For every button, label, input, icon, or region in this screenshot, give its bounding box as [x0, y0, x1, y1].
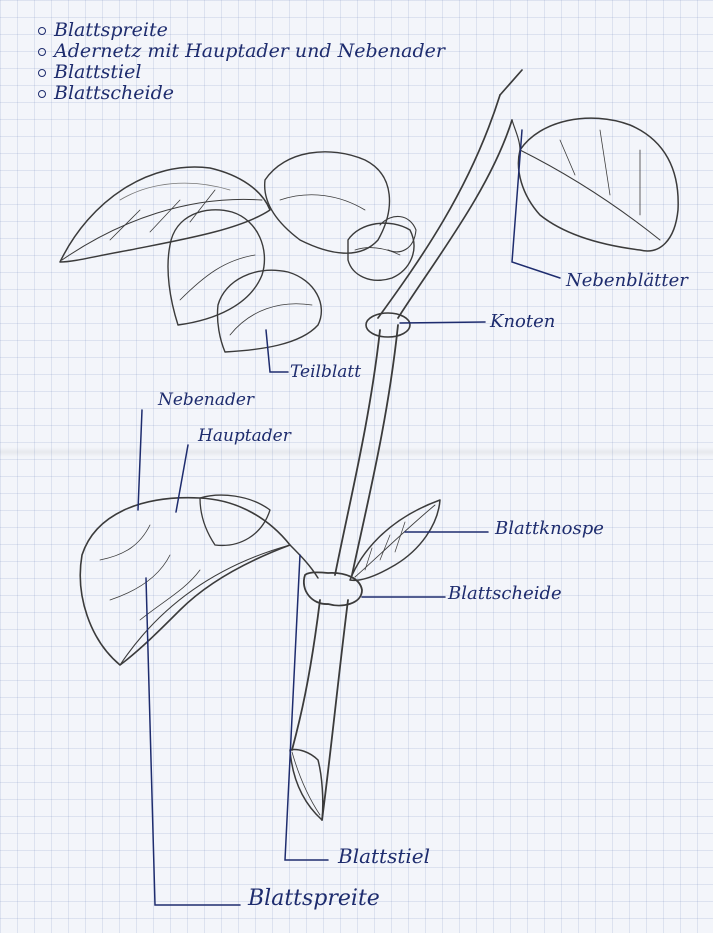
- pointer-teilblatt: [266, 330, 288, 372]
- pointer-nebenader: [138, 410, 142, 510]
- label-teilblatt: Teilblatt: [290, 364, 361, 381]
- node-knot: [366, 313, 410, 337]
- label-blattscheide: Blattscheide: [448, 585, 562, 603]
- lower-petiole: [290, 545, 318, 578]
- label-blattspreite: Blattspreite: [248, 888, 380, 910]
- leaf-sheath: [304, 572, 362, 605]
- upper-stem: [378, 70, 522, 318]
- pointer-blattstiel: [285, 555, 328, 860]
- label-hauptader: Hauptader: [198, 428, 291, 445]
- pointer-blattspreite: [146, 578, 240, 905]
- label-nebenblaetter: Nebenblätter: [566, 272, 688, 290]
- label-nebenader: Nebenader: [158, 392, 254, 409]
- leaf-bud: [350, 500, 440, 580]
- leaf-bottom-small: [290, 749, 323, 820]
- leaf-cluster-upper: [168, 152, 416, 352]
- leaf-top-right: [512, 118, 678, 251]
- leaf-lower-left: [80, 495, 290, 665]
- label-blattstiel: Blattstiel: [338, 846, 430, 866]
- label-blattknospe: Blattknospe: [495, 520, 604, 538]
- pointer-hauptader: [176, 445, 188, 512]
- pointer-knoten: [400, 322, 485, 323]
- label-knoten: Knoten: [490, 313, 555, 331]
